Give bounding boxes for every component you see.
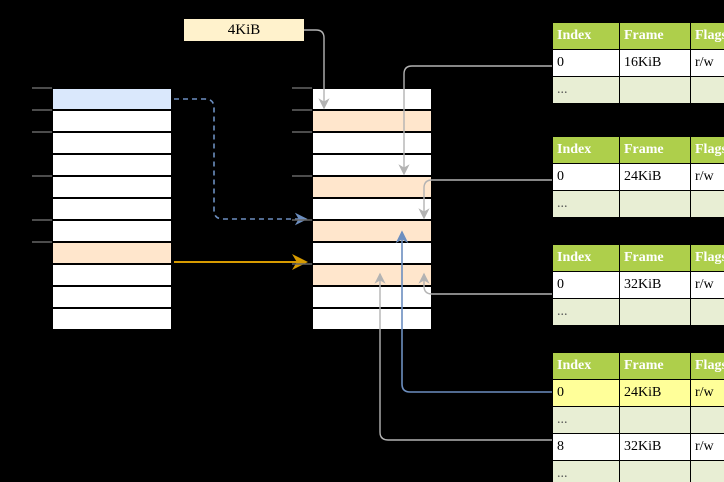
physical-frame-row-10[interactable]: [312, 308, 432, 330]
column-header-frame: Frame: [619, 352, 691, 380]
physical-frame-row-9[interactable]: [312, 286, 432, 308]
cell-frame: 32KiB: [619, 271, 691, 299]
cell-flags: [690, 298, 724, 326]
virtual-page-row-5[interactable]: [52, 198, 172, 220]
physical-frame-row-7[interactable]: [312, 242, 432, 264]
cell-flags: r/w: [690, 433, 724, 461]
column-header-index: Index: [552, 136, 620, 164]
column-header-index: Index: [552, 352, 620, 380]
physical-frame-row-8[interactable]: [312, 264, 432, 286]
cell-flags: [690, 406, 724, 434]
column-header-index: Index: [552, 244, 620, 272]
cell-frame: [619, 460, 691, 482]
physical-frame-row-4[interactable]: [312, 176, 432, 198]
connector-table2-to-frame: [418, 179, 552, 220]
cell-flags: [690, 190, 724, 218]
virtual-page-row-0[interactable]: [52, 88, 172, 110]
cell-index: ...: [552, 190, 620, 218]
virtual-page-row-2[interactable]: [52, 132, 172, 154]
cell-frame: 16KiB: [619, 49, 691, 77]
cell-flags: r/w: [690, 163, 724, 191]
cell-flags: [690, 460, 724, 482]
column-header-flags: Flags: [690, 136, 724, 164]
cell-index: ...: [552, 406, 620, 434]
cell-flags: [690, 76, 724, 104]
virtual-page-row-7[interactable]: [52, 242, 172, 264]
physical-frame-row-2[interactable]: [312, 132, 432, 154]
table-row[interactable]: ...: [552, 190, 724, 218]
cell-index: 0: [552, 379, 620, 407]
cell-frame: [619, 190, 691, 218]
cell-frame: [619, 406, 691, 434]
table-row[interactable]: ...: [552, 460, 724, 482]
cell-flags: r/w: [690, 271, 724, 299]
cell-frame: 24KiB: [619, 379, 691, 407]
virtual-page-row-1[interactable]: [52, 110, 172, 132]
table-row[interactable]: ...: [552, 406, 724, 434]
column-header-index: Index: [552, 22, 620, 50]
cell-index: ...: [552, 298, 620, 326]
cell-index: ...: [552, 76, 620, 104]
cell-frame: [619, 298, 691, 326]
table-row[interactable]: ...: [552, 76, 724, 104]
physical-frame-row-6[interactable]: [312, 220, 432, 242]
column-header-flags: Flags: [690, 244, 724, 272]
column-header-frame: Frame: [619, 244, 691, 272]
virtual-address-space-column: [52, 88, 172, 330]
column-header-frame: Frame: [619, 22, 691, 50]
virtual-page-row-9[interactable]: [52, 286, 172, 308]
cell-index: 8: [552, 433, 620, 461]
page-size-label: 4KiB: [184, 19, 304, 41]
virtual-page-row-6[interactable]: [52, 220, 172, 242]
physical-frame-row-3[interactable]: [312, 154, 432, 176]
column-header-flags: Flags: [690, 352, 724, 380]
physical-frame-row-5[interactable]: [312, 198, 432, 220]
cell-index: 0: [552, 271, 620, 299]
cell-frame: [619, 76, 691, 104]
cell-flags: r/w: [690, 49, 724, 77]
physical-frame-row-0[interactable]: [312, 88, 432, 110]
connector-page-to-frame-dashed: [174, 98, 308, 226]
physical-frame-row-1[interactable]: [312, 110, 432, 132]
virtual-page-row-8[interactable]: [52, 264, 172, 286]
column-header-frame: Frame: [619, 136, 691, 164]
cell-frame: 32KiB: [619, 433, 691, 461]
cell-index: 0: [552, 163, 620, 191]
physical-address-space-column: [312, 88, 432, 330]
virtual-page-row-10[interactable]: [52, 308, 172, 330]
cell-index: ...: [552, 460, 620, 482]
cell-flags: r/w: [690, 379, 724, 407]
cell-frame: 24KiB: [619, 163, 691, 191]
virtual-page-row-4[interactable]: [52, 176, 172, 198]
table-row[interactable]: ...: [552, 298, 724, 326]
connector-table3-to-frame: [418, 272, 552, 295]
cell-index: 0: [552, 49, 620, 77]
column-header-flags: Flags: [690, 22, 724, 50]
virtual-page-row-3[interactable]: [52, 154, 172, 176]
